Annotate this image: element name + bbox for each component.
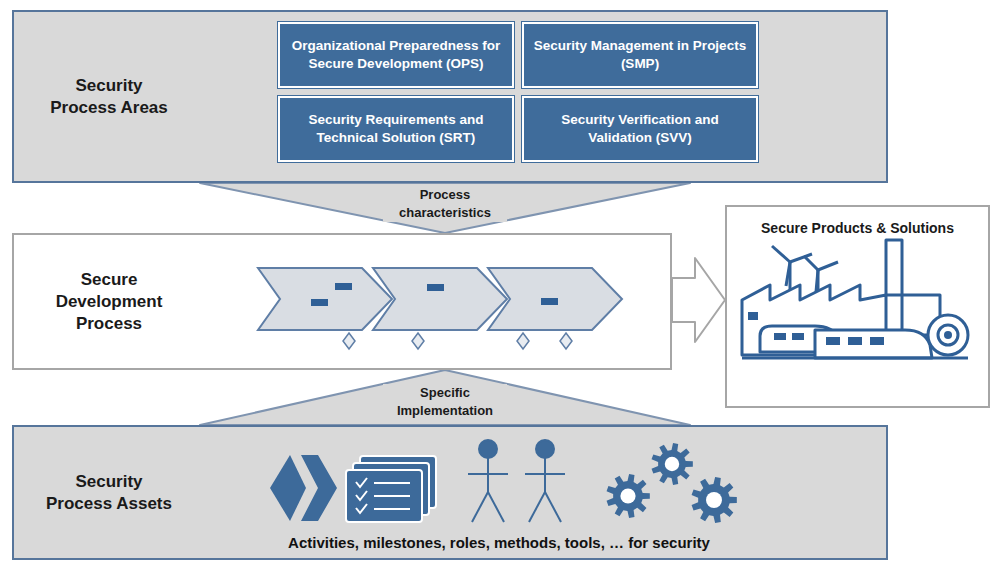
band-heading: Security Process Assets [44, 470, 174, 514]
specific-implementation-arrow [200, 370, 690, 425]
arrow-label: Specific Implementation [383, 384, 507, 419]
process-area-box: Organizational Preparedness for Secure D… [278, 22, 514, 88]
gear-hole [620, 488, 635, 503]
process-area-box: Security Verification and Validation (SV… [522, 96, 758, 162]
products-heading: Secure Products & Solutions [727, 219, 988, 237]
process-characteristics-arrow [200, 183, 690, 233]
output-arrow [672, 258, 725, 342]
band-heading: Secure Development Process [44, 268, 174, 334]
activity-marks [311, 283, 558, 306]
assets-caption: Activities, milestones, roles, methods, … [229, 533, 769, 553]
arrow-label: Process characteristics [383, 186, 507, 221]
milestone-diamonds [343, 333, 572, 349]
band-heading: Security Process Areas [44, 74, 174, 118]
process-area-label: Organizational Preparedness for Secure D… [288, 37, 504, 72]
process-areas-panel: Organizational Preparedness for Secure D… [12, 10, 888, 183]
gear-symbol [692, 477, 737, 523]
checklist-icon [346, 456, 436, 522]
tool-gears [607, 443, 737, 523]
products-box: Secure Products & Solutions [725, 205, 990, 408]
process-area-box: Security Requirements and Technical Solu… [278, 96, 514, 162]
process-area-label: Security Management in Projects (SMP) [532, 37, 748, 72]
process-assets-panel: Security Process AssetsActivities, miles… [12, 425, 888, 560]
gear-symbol [652, 443, 693, 485]
role-figures [468, 440, 565, 522]
gear-hole [665, 457, 679, 471]
milestone-icon [270, 455, 337, 521]
products-drawing [742, 240, 968, 358]
process-area-label: Security Verification and Validation (SV… [532, 111, 748, 146]
process-area-box: Security Management in Projects (SMP) [522, 22, 758, 88]
gear-symbol [607, 474, 650, 518]
development-process-band: Secure Development Process [12, 233, 672, 370]
process-area-label: Security Requirements and Technical Solu… [288, 111, 504, 146]
chevron-row [258, 268, 622, 330]
gear-hole [706, 492, 722, 508]
products-windows [748, 312, 952, 345]
